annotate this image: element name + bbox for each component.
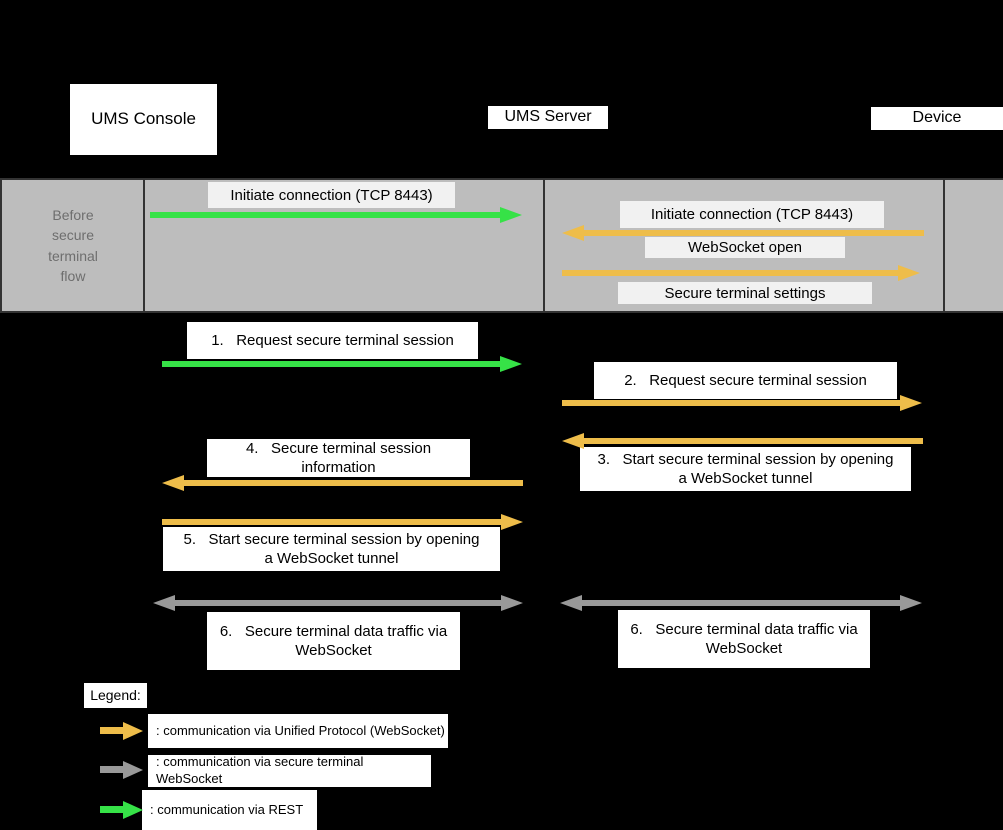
step4-label: 4. Secure terminal session information bbox=[207, 439, 470, 477]
band-divider-console bbox=[143, 178, 145, 313]
step3-label: 3. Start secure terminal session by open… bbox=[580, 447, 911, 491]
legend-gray-arrow bbox=[100, 761, 143, 779]
arrowhead-right-icon bbox=[500, 356, 522, 372]
unified-arrow-step4 bbox=[162, 475, 523, 491]
rest-arrow-step1 bbox=[162, 356, 522, 372]
arrow-tail bbox=[150, 212, 502, 218]
arrow-tail bbox=[562, 270, 900, 276]
unified-arrow-step2 bbox=[562, 395, 922, 411]
legend-item-secure-terminal-websocket: : communication via secure terminal WebS… bbox=[148, 754, 431, 787]
step6-right-label: 6. Secure terminal data traffic via WebS… bbox=[618, 610, 870, 668]
band-title: Before secure terminal flow bbox=[48, 207, 98, 284]
arrowhead-left-icon bbox=[162, 475, 184, 491]
arrowhead-right-icon bbox=[500, 207, 522, 223]
arrow-tail bbox=[162, 519, 503, 525]
arrow-tail bbox=[100, 766, 123, 773]
arrowhead-right-icon bbox=[501, 514, 523, 530]
legend-green-arrow bbox=[100, 801, 143, 819]
websocket-arrow-step6-left bbox=[153, 595, 523, 611]
band-msg-secure-settings: Secure terminal settings bbox=[618, 282, 872, 304]
rest-arrow-initiate-connection bbox=[150, 207, 522, 223]
legend-title: Legend: bbox=[84, 683, 147, 708]
unified-arrow-step3 bbox=[562, 433, 923, 449]
arrow-tail bbox=[100, 727, 123, 734]
step2-label: 2. Request secure terminal session bbox=[594, 362, 897, 399]
step5-label: 5. Start secure terminal session by open… bbox=[163, 527, 500, 571]
arrowhead-left-icon bbox=[560, 595, 582, 611]
arrowhead-left-icon bbox=[153, 595, 175, 611]
arrow-tail bbox=[582, 438, 923, 444]
band-divider-device bbox=[943, 178, 945, 313]
band-msg-initiate-device: Initiate connection (TCP 8443) bbox=[620, 201, 884, 228]
arrowhead-right-icon bbox=[123, 761, 143, 779]
entity-device: Device bbox=[871, 107, 1003, 130]
legend-item-rest: : communication via REST bbox=[142, 790, 317, 830]
arrow-tail bbox=[100, 806, 123, 813]
arrow-tail bbox=[580, 600, 902, 606]
band-msg-websocket-open: WebSocket open bbox=[645, 237, 845, 258]
arrowhead-left-icon bbox=[562, 433, 584, 449]
arrow-tail bbox=[162, 361, 502, 367]
arrowhead-left-icon bbox=[562, 225, 584, 241]
step6-left-label: 6. Secure terminal data traffic via WebS… bbox=[207, 612, 460, 670]
arrowhead-right-icon bbox=[123, 801, 143, 819]
arrowhead-right-icon bbox=[123, 722, 143, 740]
websocket-arrow-step6-right bbox=[560, 595, 922, 611]
unified-arrow-secure-terminal-settings bbox=[562, 265, 920, 281]
band-msg-initiate-console: Initiate connection (TCP 8443) bbox=[208, 182, 455, 208]
step1-label: 1. Request secure terminal session bbox=[187, 322, 478, 359]
arrow-tail bbox=[173, 600, 503, 606]
arrowhead-right-icon bbox=[898, 265, 920, 281]
legend-orange-arrow bbox=[100, 722, 143, 740]
band-divider-server bbox=[543, 178, 545, 313]
entity-ums-console: UMS Console bbox=[70, 84, 217, 155]
entity-ums-server: UMS Server bbox=[488, 106, 608, 129]
arrow-tail bbox=[582, 230, 924, 236]
unified-arrow-step5 bbox=[162, 514, 523, 530]
arrowhead-right-icon bbox=[501, 595, 523, 611]
arrow-tail bbox=[182, 480, 523, 486]
unified-arrow-initiate-connection bbox=[562, 225, 924, 241]
legend-item-unified-protocol: : communication via Unified Protocol (We… bbox=[148, 714, 448, 748]
arrow-tail bbox=[562, 400, 902, 406]
arrowhead-right-icon bbox=[900, 395, 922, 411]
arrowhead-right-icon bbox=[900, 595, 922, 611]
